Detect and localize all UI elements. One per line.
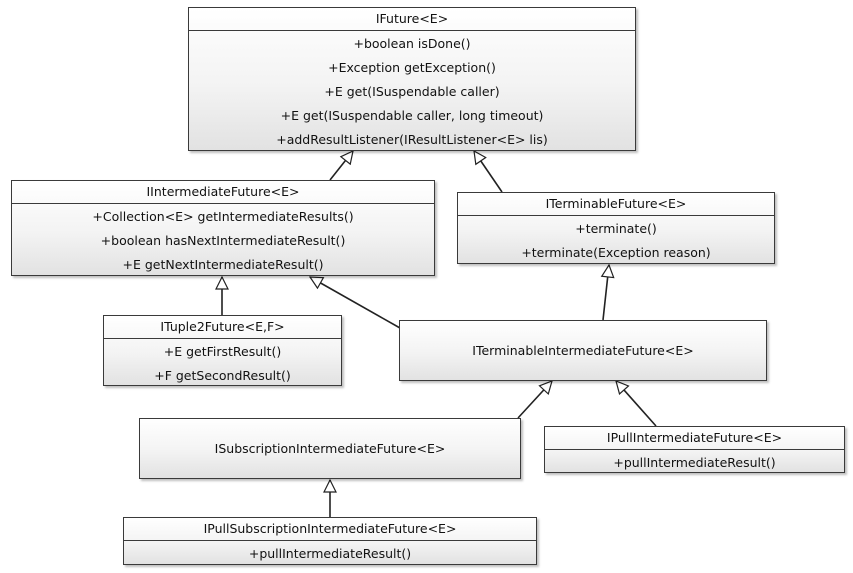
operation: +E getNextIntermediateResult() — [122, 257, 324, 272]
operations-compartment: +pullIntermediateResult() — [545, 450, 844, 475]
class-ipullintermediatefuture[interactable]: IPullIntermediateFuture<E> +pullIntermed… — [544, 426, 845, 473]
edge-iterminable-to-ifuture — [474, 151, 503, 193]
class-iterminablefuture[interactable]: ITerminableFuture<E> +terminate() +termi… — [457, 192, 775, 264]
operations-compartment: +terminate() +terminate(Exception reason… — [458, 216, 774, 265]
operation: +F getSecondResult() — [154, 368, 291, 383]
operation: +terminate() — [575, 221, 657, 236]
class-ituple2future[interactable]: ITuple2Future<E,F> +E getFirstResult() +… — [103, 315, 342, 386]
class-name: ITerminableFuture<E> — [458, 193, 774, 216]
operations-compartment: +E getFirstResult() +F getSecondResult() — [104, 339, 341, 388]
class-ipullsubscriptionintermediatefuture[interactable]: IPullSubscriptionIntermediateFuture<E> +… — [123, 517, 537, 565]
class-name: ISubscriptionIntermediateFuture<E> — [214, 440, 446, 456]
class-ifuture[interactable]: IFuture<E> +boolean isDone() +Exception … — [188, 7, 636, 151]
operation: +E get(ISuspendable caller) — [324, 84, 500, 99]
operation: +boolean hasNextIntermediateResult() — [100, 233, 346, 248]
operation: +addResultListener(IResultListener<E> li… — [276, 132, 548, 147]
edge-iterminableintermediate-to-iintermediate — [310, 276, 401, 329]
edge-isubscription-to-iterminableintermediate — [517, 381, 552, 419]
operations-compartment: +boolean isDone() +Exception getExceptio… — [189, 31, 635, 152]
operation: +terminate(Exception reason) — [521, 245, 711, 260]
operations-compartment: +pullIntermediateResult() — [124, 541, 536, 566]
edge-iintermediate-to-ifuture — [329, 151, 353, 181]
class-name: IFuture<E> — [189, 8, 635, 31]
edge-ipull-to-iterminableintermediate — [616, 381, 657, 427]
class-name: ITerminableIntermediateFuture<E> — [472, 342, 694, 358]
operation: +pullIntermediateResult() — [613, 455, 776, 470]
class-name: ITuple2Future<E,F> — [104, 316, 341, 339]
class-iterminableintermediatefuture[interactable]: ITerminableIntermediateFuture<E> — [399, 320, 767, 381]
class-name: IIntermediateFuture<E> — [12, 181, 434, 204]
operation: +E getFirstResult() — [163, 344, 282, 359]
operation: +Exception getException() — [328, 60, 496, 75]
operations-compartment: +Collection<E> getIntermediateResults() … — [12, 204, 434, 277]
class-name: IPullSubscriptionIntermediateFuture<E> — [124, 518, 536, 541]
class-iintermediatefuture[interactable]: IIntermediateFuture<E> +Collection<E> ge… — [11, 180, 435, 276]
operation: +pullIntermediateResult() — [248, 546, 412, 561]
operation: +Collection<E> getIntermediateResults() — [92, 209, 354, 224]
class-isubscriptionintermediatefuture[interactable]: ISubscriptionIntermediateFuture<E> — [139, 418, 521, 479]
edge-iterminableintermediate-to-iterminable — [603, 265, 609, 321]
operation: +E get(ISuspendable caller, long timeout… — [280, 108, 544, 123]
operation: +boolean isDone() — [353, 36, 471, 51]
class-name: IPullIntermediateFuture<E> — [545, 427, 844, 450]
